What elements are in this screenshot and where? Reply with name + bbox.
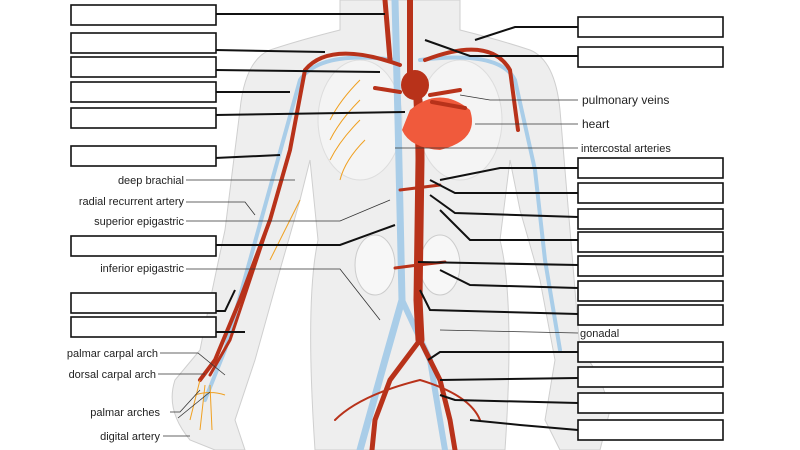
label-deep-brachial: deep brachial (118, 175, 184, 187)
label-heart: heart (582, 117, 610, 131)
answer-box-right-8[interactable] (577, 280, 724, 302)
answer-box-left-4[interactable] (70, 81, 217, 103)
answer-box-right-11[interactable] (577, 366, 724, 388)
answer-box-left-6[interactable] (70, 145, 217, 167)
left-labels: deep brachial radial recurrent artery su… (67, 175, 185, 443)
label-superior-epigastric: superior epigastric (94, 216, 184, 228)
answer-box-left-2[interactable] (70, 32, 217, 54)
answer-box-left-8[interactable] (70, 292, 217, 314)
answer-box-left-7[interactable] (70, 235, 217, 257)
answer-box-right-7[interactable] (577, 255, 724, 277)
label-dorsal-carpal-arch: dorsal carpal arch (69, 369, 156, 381)
leader-lines (158, 13, 579, 437)
answer-box-left-3[interactable] (70, 56, 217, 78)
label-radial-recurrent-artery: radial recurrent artery (79, 196, 185, 208)
answer-box-left-1[interactable] (70, 4, 217, 26)
label-palmar-carpal-arch: palmar carpal arch (67, 348, 158, 360)
answer-box-right-10[interactable] (577, 341, 724, 363)
answer-box-right-4[interactable] (577, 182, 724, 204)
label-digital-artery: digital artery (100, 431, 160, 443)
answer-box-right-1[interactable] (577, 16, 724, 38)
right-labels: pulmonary veins heart intercostal arteri… (580, 93, 671, 340)
answer-box-right-2[interactable] (577, 46, 724, 68)
answer-box-right-3[interactable] (577, 157, 724, 179)
label-pulmonary-veins: pulmonary veins (582, 93, 669, 107)
answer-box-right-13[interactable] (577, 419, 724, 441)
answer-box-right-6[interactable] (577, 231, 724, 253)
label-boxes (70, 4, 724, 441)
label-gonadal: gonadal (580, 328, 619, 340)
answer-box-right-12[interactable] (577, 392, 724, 414)
answer-box-right-5[interactable] (577, 208, 724, 230)
answer-box-left-9[interactable] (70, 316, 217, 338)
label-palmar-arches: palmar arches (90, 407, 160, 419)
heart (373, 70, 472, 150)
answer-box-right-9[interactable] (577, 304, 724, 326)
answer-box-left-5[interactable] (70, 107, 217, 129)
label-inferior-epigastric: inferior epigastric (100, 263, 184, 275)
label-intercostal-arteries: intercostal arteries (581, 143, 671, 155)
arteries (189, 0, 520, 450)
